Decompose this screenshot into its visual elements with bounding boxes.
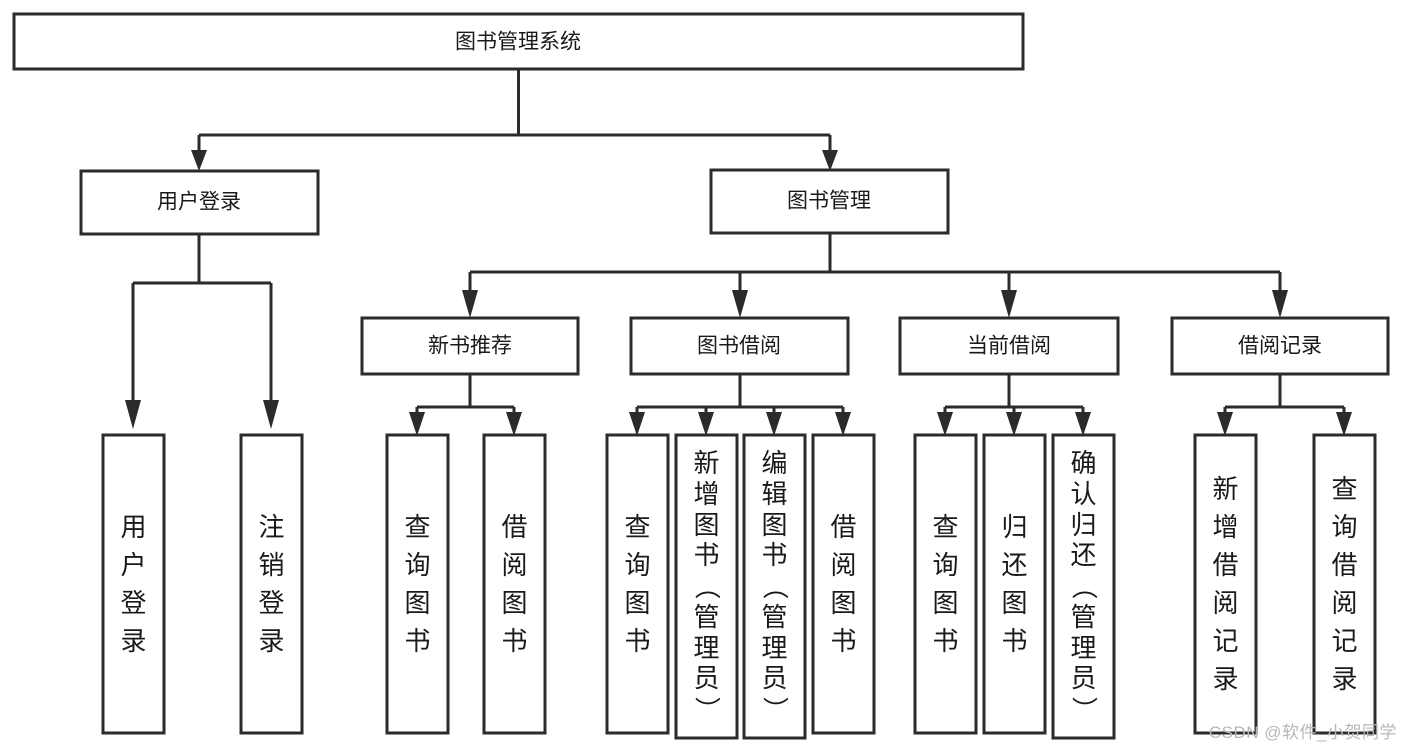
leaf-bb-add-book-box[interactable] xyxy=(674,433,739,740)
arrowhead-newbook xyxy=(462,290,478,318)
arrowhead-borrow-leaf-1 xyxy=(629,412,645,436)
node-root-label: 图书管理系统 xyxy=(455,31,581,54)
node-new-book-recommend-box[interactable] xyxy=(360,316,580,376)
leaf-logout[interactable] xyxy=(239,433,304,735)
arrowhead-borrow xyxy=(732,290,748,318)
arrowhead-record xyxy=(1272,290,1288,318)
leaf-cb-confirm-return-box[interactable] xyxy=(1051,433,1116,740)
leaf-nb-borrow-book[interactable] xyxy=(482,433,547,735)
arrowhead-record-leaf-2 xyxy=(1336,412,1352,436)
leaf-br-add-record[interactable] xyxy=(1193,433,1258,735)
leaf-br-query-record[interactable] xyxy=(1312,433,1377,735)
node-user-login-box[interactable] xyxy=(79,169,320,236)
arrowhead-borrow-leaf-4 xyxy=(835,412,851,436)
node-current-borrow-box[interactable] xyxy=(898,316,1120,376)
arrowhead-record-leaf-1 xyxy=(1217,412,1233,436)
leaf-bb-add-book[interactable] xyxy=(674,433,739,740)
node-current-borrow-label: 当前借阅 xyxy=(967,335,1051,358)
arrowhead-leaf-user-login xyxy=(125,400,141,429)
connector-layer xyxy=(125,69,1352,436)
leaf-logout-box[interactable] xyxy=(239,433,304,735)
leaf-nb-borrow-book-box[interactable] xyxy=(482,433,547,735)
node-user-login[interactable]: 用户登录 xyxy=(79,169,320,236)
arrowhead-current-leaf-1 xyxy=(937,412,953,436)
node-root-box[interactable] xyxy=(12,12,1025,71)
node-current-borrow[interactable]: 当前借阅 xyxy=(898,316,1120,376)
arrowhead-borrow-leaf-3 xyxy=(766,412,782,436)
node-book-borrow-label: 图书借阅 xyxy=(697,335,781,358)
node-borrow-record[interactable]: 借阅记录 xyxy=(1170,316,1390,376)
leaf-bb-query-book[interactable] xyxy=(605,433,670,735)
leaf-bb-borrow-book[interactable] xyxy=(811,433,876,735)
node-root[interactable]: 图书管理系统 xyxy=(12,12,1025,71)
leaf-user-login[interactable] xyxy=(101,433,166,735)
leaf-cb-return-book-box[interactable] xyxy=(982,433,1047,735)
node-borrow-record-label: 借阅记录 xyxy=(1238,335,1322,358)
leaf-nb-query-book-box[interactable] xyxy=(385,433,450,735)
leaf-bb-query-book-box[interactable] xyxy=(605,433,670,735)
node-new-book-recommend-label: 新书推荐 xyxy=(428,335,512,358)
node-new-book-recommend[interactable]: 新书推荐 xyxy=(360,316,580,376)
arrowhead-borrow-leaf-2 xyxy=(698,412,714,436)
leaf-bb-borrow-book-box[interactable] xyxy=(811,433,876,735)
arrowhead-leaf-logout xyxy=(263,400,279,429)
node-book-manage-label: 图书管理 xyxy=(787,190,871,213)
leaf-cb-confirm-return[interactable] xyxy=(1051,433,1116,740)
node-user-login-label: 用户登录 xyxy=(157,191,241,214)
leaf-cb-return-book[interactable] xyxy=(982,433,1047,735)
leaf-nb-query-book[interactable] xyxy=(385,433,450,735)
leaf-cb-query-book[interactable] xyxy=(913,433,978,735)
leaf-br-add-record-box[interactable] xyxy=(1193,433,1258,735)
leaf-cb-query-book-box[interactable] xyxy=(913,433,978,735)
leaf-user-login-box[interactable] xyxy=(101,433,166,735)
arrowhead-current xyxy=(1001,290,1017,318)
node-book-manage-box[interactable] xyxy=(709,168,950,235)
arrowhead-newbook-leaf-2 xyxy=(506,412,522,436)
arrowhead-current-leaf-2 xyxy=(1006,412,1022,436)
arrowhead-current-leaf-3 xyxy=(1075,412,1091,436)
arrowhead-user-login xyxy=(191,150,207,171)
leaf-br-query-record-box[interactable] xyxy=(1312,433,1377,735)
node-book-borrow-box[interactable] xyxy=(629,316,850,376)
node-book-borrow[interactable]: 图书借阅 xyxy=(629,316,850,376)
arrowhead-newbook-leaf-1 xyxy=(409,412,425,436)
leaf-bb-edit-book-box[interactable] xyxy=(742,433,807,740)
node-book-manage[interactable]: 图书管理 xyxy=(709,168,950,235)
arrowhead-book-manage xyxy=(822,150,838,171)
node-borrow-record-box[interactable] xyxy=(1170,316,1390,376)
leaf-bb-edit-book[interactable] xyxy=(742,433,807,740)
